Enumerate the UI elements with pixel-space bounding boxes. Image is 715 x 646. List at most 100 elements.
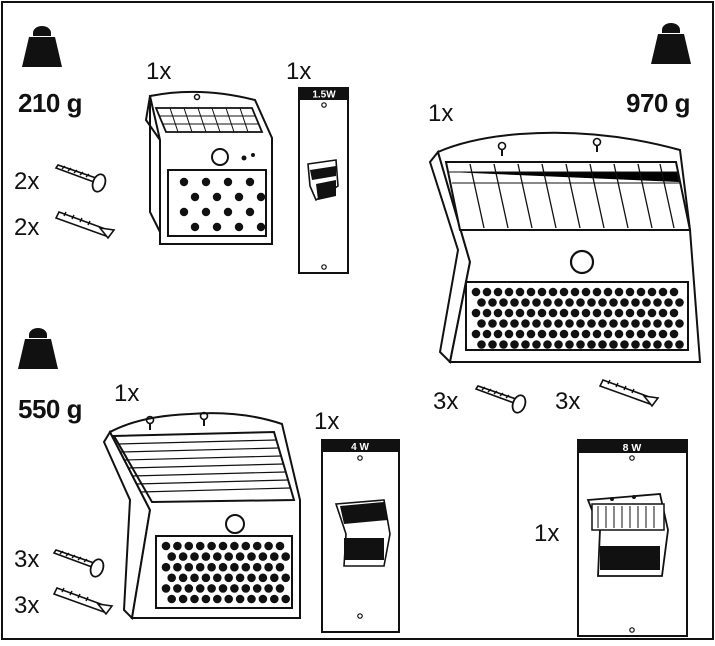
led-dot	[521, 319, 530, 328]
box-wattage-label: 8 W	[623, 442, 642, 454]
led-dot	[510, 340, 519, 349]
led-dot	[642, 319, 651, 328]
led-dot	[603, 308, 613, 318]
led-dot	[173, 584, 182, 593]
led-dot	[647, 308, 657, 318]
led-dot	[620, 319, 629, 328]
led-dot	[548, 287, 558, 297]
led-dot	[664, 340, 673, 349]
led-dot	[565, 319, 574, 328]
led-dot	[565, 298, 574, 307]
solar-lamp-icon	[144, 90, 273, 245]
screw-quantity: 2x	[14, 168, 40, 195]
led-dot	[537, 287, 547, 297]
led-dot	[213, 594, 222, 604]
led-dot	[247, 552, 256, 561]
led-dot	[664, 319, 673, 328]
led-dot	[576, 319, 585, 328]
led-dot	[252, 584, 262, 593]
led-dot	[178, 594, 188, 604]
led-dot	[482, 287, 492, 297]
led-dot	[173, 562, 182, 572]
led-dot	[190, 222, 200, 232]
led-dot	[554, 319, 563, 328]
led-dot	[669, 329, 679, 339]
led-dot	[576, 340, 585, 349]
led-dot	[270, 573, 279, 583]
led-dot	[598, 319, 607, 328]
led-dot	[537, 329, 547, 339]
led-dot	[609, 340, 618, 349]
led-dot	[532, 319, 541, 328]
lamp-quantity: 1x	[146, 58, 172, 85]
led-dot	[161, 584, 171, 593]
led-dot	[625, 308, 635, 318]
led-dot	[241, 541, 251, 551]
package-box-icon: 4 W	[321, 439, 400, 633]
led-dot	[235, 573, 245, 583]
led-dot	[207, 584, 216, 593]
led-dot	[532, 298, 541, 307]
led-dot	[477, 340, 486, 349]
led-dot	[653, 340, 662, 349]
led-dot	[504, 308, 514, 318]
weight-label: 970 g	[626, 88, 691, 118]
led-dot	[212, 222, 222, 232]
led-dot	[664, 298, 673, 307]
led-dot	[471, 329, 481, 339]
led-dot	[559, 329, 569, 339]
led-dot	[554, 340, 563, 349]
led-dot	[235, 552, 245, 561]
led-dot	[264, 541, 273, 551]
led-dot	[499, 298, 508, 307]
box-wattage-label: 4 W	[351, 442, 369, 453]
led-dot	[653, 298, 662, 307]
led-dot	[201, 552, 211, 561]
led-dot	[281, 573, 291, 583]
led-dot	[264, 584, 273, 593]
led-dot	[515, 308, 525, 318]
led-dot	[658, 308, 668, 318]
led-dot	[247, 573, 256, 583]
led-dot	[669, 287, 679, 297]
led-dot	[636, 329, 646, 339]
led-dot	[587, 340, 596, 349]
led-dot	[532, 340, 541, 349]
package-box-icon: 8 W	[577, 439, 688, 637]
led-dot	[190, 594, 199, 604]
led-dot	[218, 562, 228, 572]
solar-lamp-icon	[102, 411, 301, 621]
led-dot	[658, 329, 668, 339]
led-dot	[477, 319, 486, 328]
led-dot	[482, 308, 492, 318]
led-dot	[223, 207, 233, 217]
led-dot	[218, 541, 228, 551]
led-dot	[521, 298, 530, 307]
led-dot	[614, 329, 624, 339]
led-dot	[576, 298, 585, 307]
led-dot	[224, 594, 233, 604]
led-dot	[636, 287, 646, 297]
screw-quantity: 3x	[433, 388, 459, 415]
led-dot	[598, 340, 607, 349]
led-dot	[195, 541, 205, 551]
led-dot	[230, 541, 239, 551]
led-dot	[504, 329, 514, 339]
led-dot	[258, 552, 268, 561]
led-dot	[207, 562, 216, 572]
led-dot	[614, 308, 624, 318]
led-dot	[195, 584, 205, 593]
led-dot	[488, 298, 497, 307]
led-dot	[570, 287, 580, 297]
led-dot	[581, 329, 591, 339]
led-dot	[173, 541, 182, 551]
led-dot	[264, 562, 273, 572]
led-dot	[201, 594, 211, 604]
led-dot	[636, 308, 646, 318]
led-dot	[212, 192, 222, 202]
led-dot	[252, 541, 262, 551]
led-dot	[247, 594, 256, 604]
led-dot	[609, 319, 618, 328]
led-dot	[620, 298, 629, 307]
